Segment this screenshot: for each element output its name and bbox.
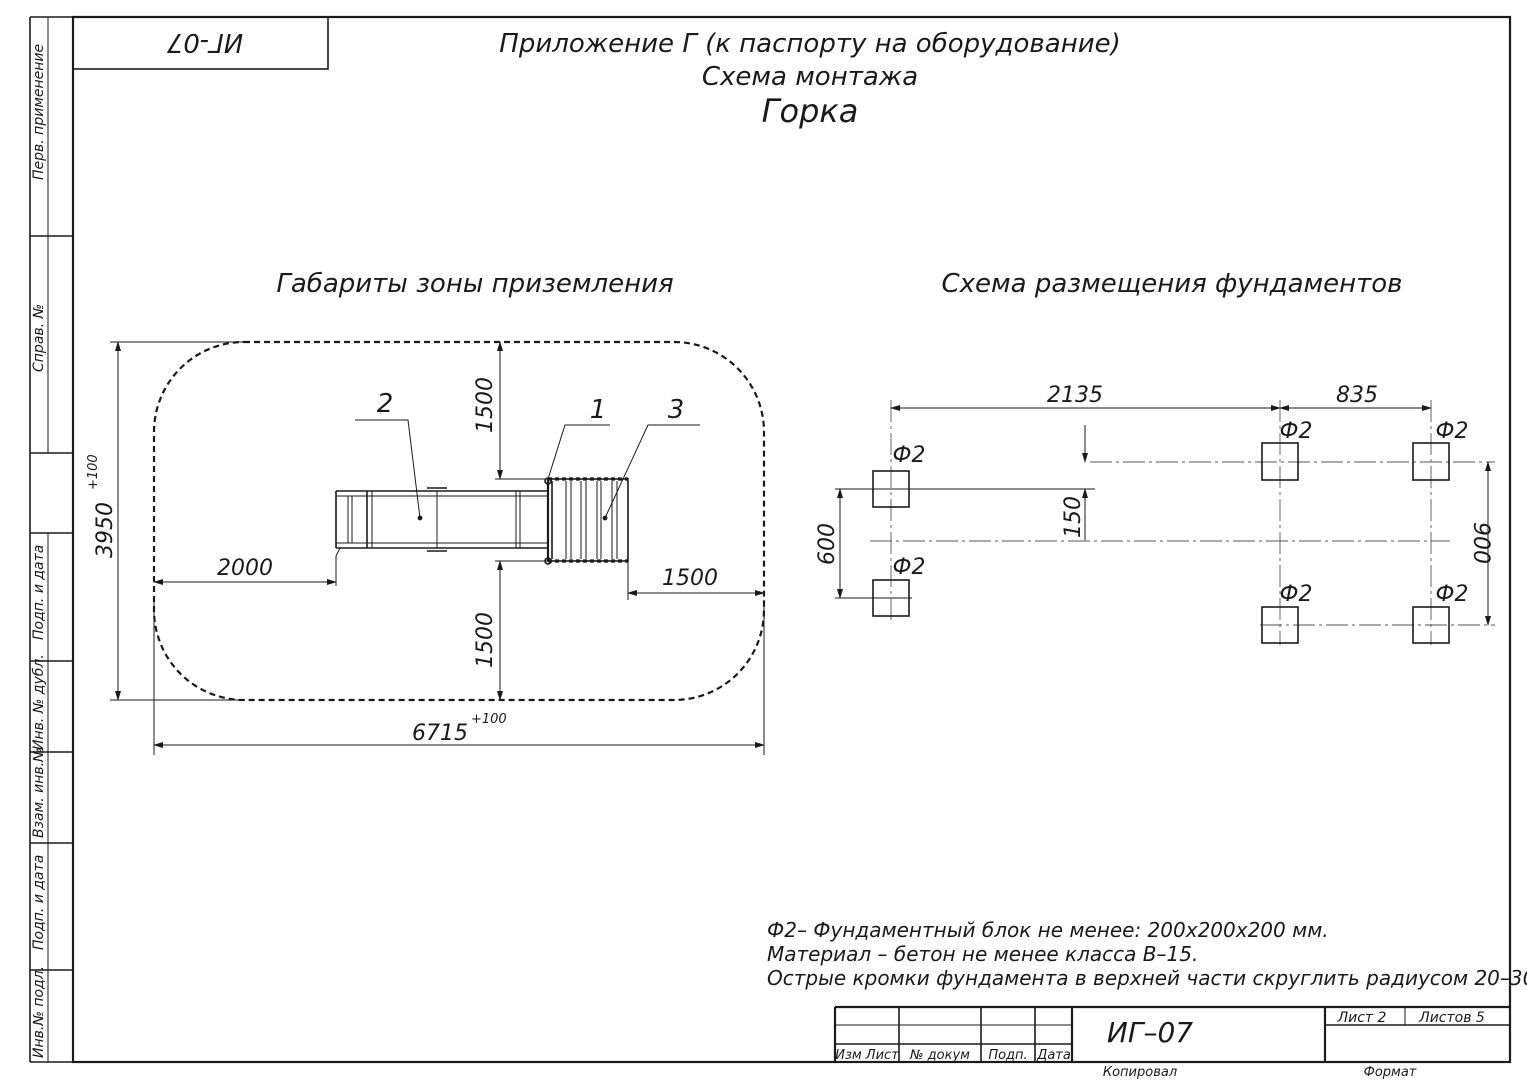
landing-zone-diagram: 2 1 3 3950 +100 6715 +100 2000 1500 1500… bbox=[86, 340, 766, 755]
dim-width-tol: +100 bbox=[471, 712, 507, 727]
landing-zone-outline bbox=[152, 340, 766, 702]
dim-height-tol: +100 bbox=[86, 454, 101, 490]
title-block-col-podp: Подп. bbox=[988, 1048, 1027, 1063]
dim-900: 900 bbox=[1468, 522, 1493, 564]
code-box bbox=[72, 16, 329, 70]
block-label-1: Ф2 bbox=[893, 443, 926, 468]
callout-1: 1 bbox=[590, 395, 607, 425]
title-line-2: Схема монтажа bbox=[702, 62, 918, 92]
side-label-inv-dubl: Инв. № дубл. bbox=[31, 654, 47, 750]
note-line-2: Материал – бетон не менее класса В–15. bbox=[767, 942, 1198, 966]
callout-3: 3 bbox=[668, 395, 685, 425]
callout-2: 2 bbox=[377, 389, 394, 419]
block-label-5: Ф2 bbox=[1280, 582, 1313, 607]
block-label-3: Ф2 bbox=[1280, 419, 1313, 444]
sheet-frame bbox=[71, 15, 1512, 1064]
dim-835: 835 bbox=[1336, 383, 1378, 408]
title-block-sheet: Лист 2 bbox=[1337, 1010, 1387, 1026]
side-label-perv-primenenie: Перв. применение bbox=[31, 44, 47, 180]
title-block-format: Формат bbox=[1364, 1065, 1417, 1080]
title-block: ИГ–07 Лист 2 Листов 5 Изм Лист № докум П… bbox=[833, 1005, 1510, 1080]
block-label-4: Ф2 bbox=[1436, 419, 1469, 444]
foundation-block-left-top bbox=[872, 470, 910, 508]
foundation-block-right-bottom bbox=[1412, 606, 1450, 644]
dim-top: 1500 bbox=[473, 377, 498, 433]
title-block-col-dokum: № докум bbox=[909, 1048, 970, 1063]
title-line-1: Приложение Г (к паспорту на оборудование… bbox=[499, 29, 1120, 59]
code-box-text: ИГ-07 bbox=[166, 27, 243, 57]
dim-width: 6715 bbox=[412, 721, 468, 746]
side-label-sprav-no: Справ. № bbox=[31, 304, 47, 372]
dim-bottom: 1500 bbox=[473, 612, 498, 668]
dim-150: 150 bbox=[1061, 496, 1086, 538]
title-line-3: Горка bbox=[762, 92, 859, 130]
dim-2135: 2135 bbox=[1047, 383, 1103, 408]
foundations-diagram: Ф2 Ф2 Ф2 Ф2 Ф2 Ф2 2135 835 600 150 900 bbox=[815, 383, 1495, 645]
note-line-3: Острые кромки фундамента в верхней части… bbox=[767, 966, 1527, 990]
foundation-block-right-top bbox=[1412, 442, 1450, 481]
title-block-col-izm: Изм Лист bbox=[835, 1048, 899, 1063]
side-label-podp-data-2: Подп. и дата bbox=[31, 855, 47, 950]
block-label-6: Ф2 bbox=[1436, 582, 1469, 607]
side-label-podp-data-1: Подп. и дата bbox=[31, 545, 47, 640]
block-label-2: Ф2 bbox=[893, 555, 926, 580]
dim-600: 600 bbox=[815, 523, 840, 565]
title-block-sheets-total: Листов 5 bbox=[1418, 1010, 1485, 1026]
foundation-block-mid-bottom bbox=[1261, 606, 1299, 644]
dim-right: 1500 bbox=[662, 566, 718, 591]
foundation-block-left-bottom bbox=[872, 579, 910, 617]
title-block-copied: Копировал bbox=[1103, 1065, 1177, 1080]
landing-zone-title: Габариты зоны приземления bbox=[276, 269, 673, 299]
side-label-vzam-inv: Взам. инв.№ bbox=[31, 747, 47, 838]
note-line-1: Ф2– Фундаментный блок не менее: 200х200х… bbox=[767, 918, 1329, 942]
side-label-inv-podl: Инв.№ подл. bbox=[31, 966, 47, 1058]
title-block-col-data: Дата bbox=[1036, 1048, 1071, 1063]
platform-stairs bbox=[544, 477, 629, 565]
foundation-block-mid-top bbox=[1261, 442, 1299, 481]
foundations-title: Схема размещения фундаментов bbox=[941, 269, 1402, 299]
dim-height: 3950 bbox=[93, 502, 118, 558]
dim-left: 2000 bbox=[217, 556, 273, 581]
title-block-doc-code: ИГ–07 bbox=[1107, 1016, 1193, 1049]
slide-outline bbox=[335, 487, 548, 586]
